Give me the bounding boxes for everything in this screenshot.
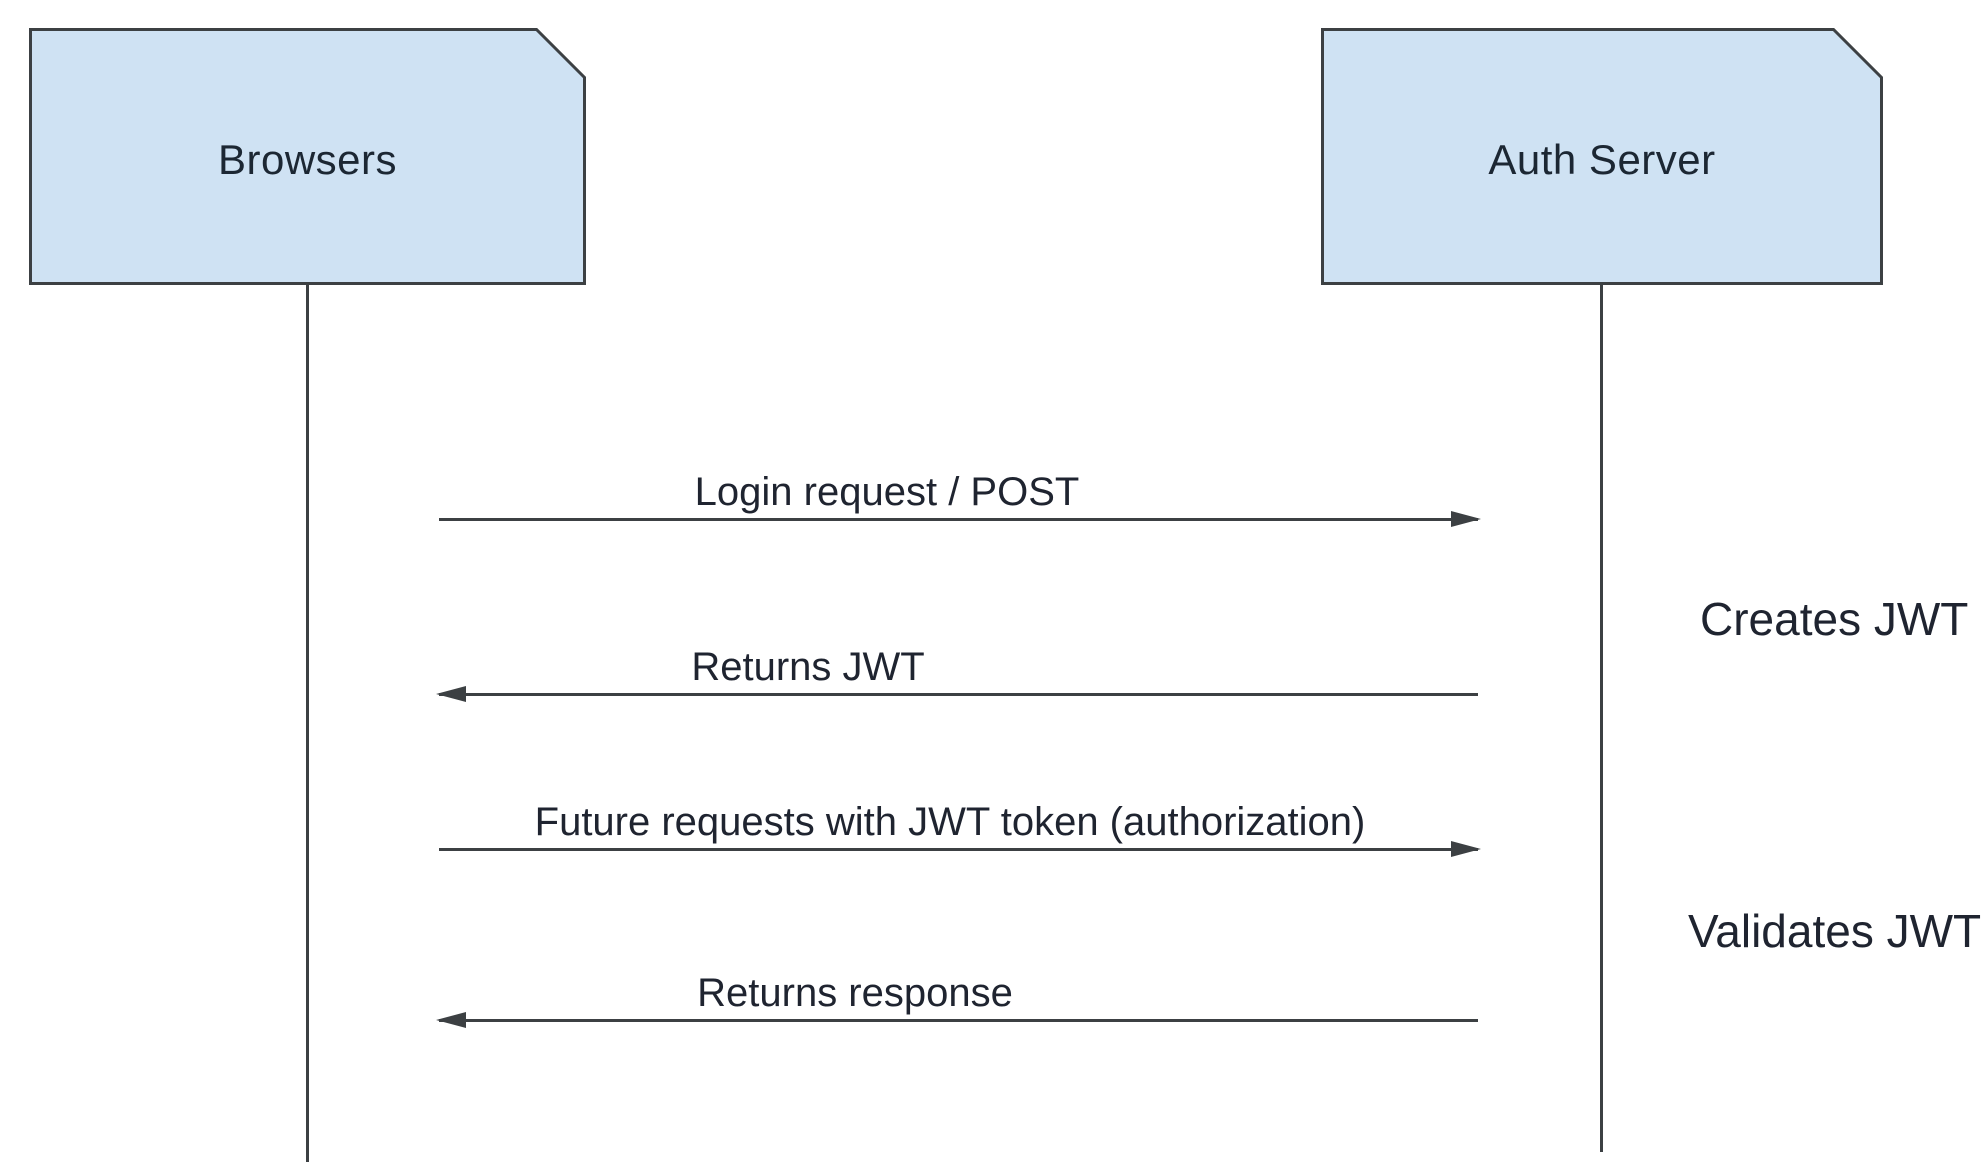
note-creates-jwt: Creates JWT <box>1700 593 1969 645</box>
actor-label-browsers: Browsers <box>217 135 398 183</box>
arrow-line <box>439 1019 1478 1022</box>
actor-box-browsers: Browsers <box>29 28 586 285</box>
lifeline-auth-server <box>1600 284 1603 1152</box>
arrowhead-left-icon <box>436 1012 466 1028</box>
arrowhead-left-icon <box>436 686 466 702</box>
actor-box-auth-server: Auth Server <box>1321 28 1883 285</box>
arrow-line <box>439 693 1478 696</box>
arrow-line <box>439 848 1478 851</box>
message-label: Future requests with JWT token (authoriz… <box>534 800 1366 844</box>
message-label: Returns JWT <box>691 645 925 689</box>
actor-shape-snipped-rect <box>29 28 586 285</box>
note-validates-jwt: Validates JWT <box>1688 905 1982 957</box>
message-label: Login request / POST <box>694 470 1080 514</box>
arrow-line <box>439 518 1478 521</box>
message-future-requests: Future requests with JWT token (authoriz… <box>437 800 1481 870</box>
actor-shape-snipped-rect <box>1321 28 1883 285</box>
message-returns-jwt: Returns JWT <box>436 645 1480 715</box>
lifeline-browsers <box>306 284 309 1162</box>
message-returns-response: Returns response <box>436 971 1480 1041</box>
arrowhead-right-icon <box>1451 841 1481 857</box>
message-label: Returns response <box>697 971 1013 1015</box>
actor-label-auth-server: Auth Server <box>1488 135 1716 183</box>
message-login-request: Login request / POST <box>437 470 1481 540</box>
arrowhead-right-icon <box>1451 511 1481 527</box>
